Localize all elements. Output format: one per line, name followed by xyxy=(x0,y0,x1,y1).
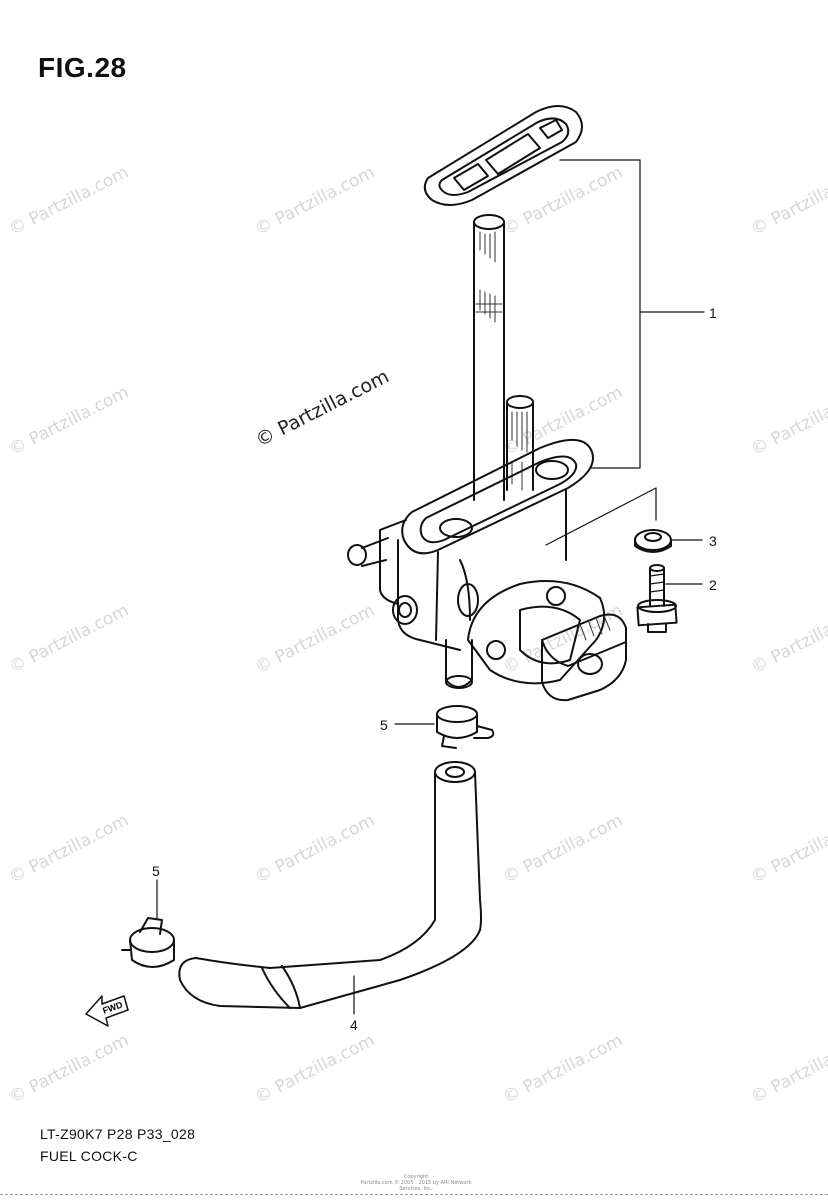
figure-title: FIG.28 xyxy=(38,52,127,83)
lever-assembly xyxy=(467,580,627,702)
leader-lines xyxy=(156,159,705,1015)
hose-clamp-lower xyxy=(121,917,175,968)
fuel-hose-part xyxy=(178,761,482,1009)
model-code: LT-Z90K7 P28 P33_028 xyxy=(40,1126,196,1142)
copyright-note: Copyright Partzilla.com © 2005 - 2015 by… xyxy=(356,1174,476,1192)
pickup-tube-short xyxy=(506,395,534,491)
copyright-line-2: Partzilla.com © 2005 - 2015 by ARI Netwo… xyxy=(360,1180,472,1192)
forward-arrow xyxy=(85,995,129,1027)
callout-2: 2 xyxy=(709,577,717,593)
bolt-part xyxy=(636,564,678,633)
callout-1: 1 xyxy=(709,305,717,321)
copyright-line-1: Copyright xyxy=(403,1174,429,1180)
section-name: FUEL COCK-C xyxy=(40,1148,138,1164)
bottom-rule xyxy=(0,1194,828,1195)
fuel-cock-body xyxy=(347,438,594,689)
callout-4: 4 xyxy=(350,1017,358,1033)
washer-part xyxy=(634,529,672,553)
gasket-part xyxy=(423,105,583,206)
callout-5-lower: 5 xyxy=(152,863,160,879)
callout-5-upper: 5 xyxy=(380,717,388,733)
hose-clamp-upper xyxy=(436,705,495,749)
callout-3: 3 xyxy=(709,533,717,549)
pickup-tube-long xyxy=(473,214,505,501)
forward-arrow-label: FWD xyxy=(101,999,124,1016)
